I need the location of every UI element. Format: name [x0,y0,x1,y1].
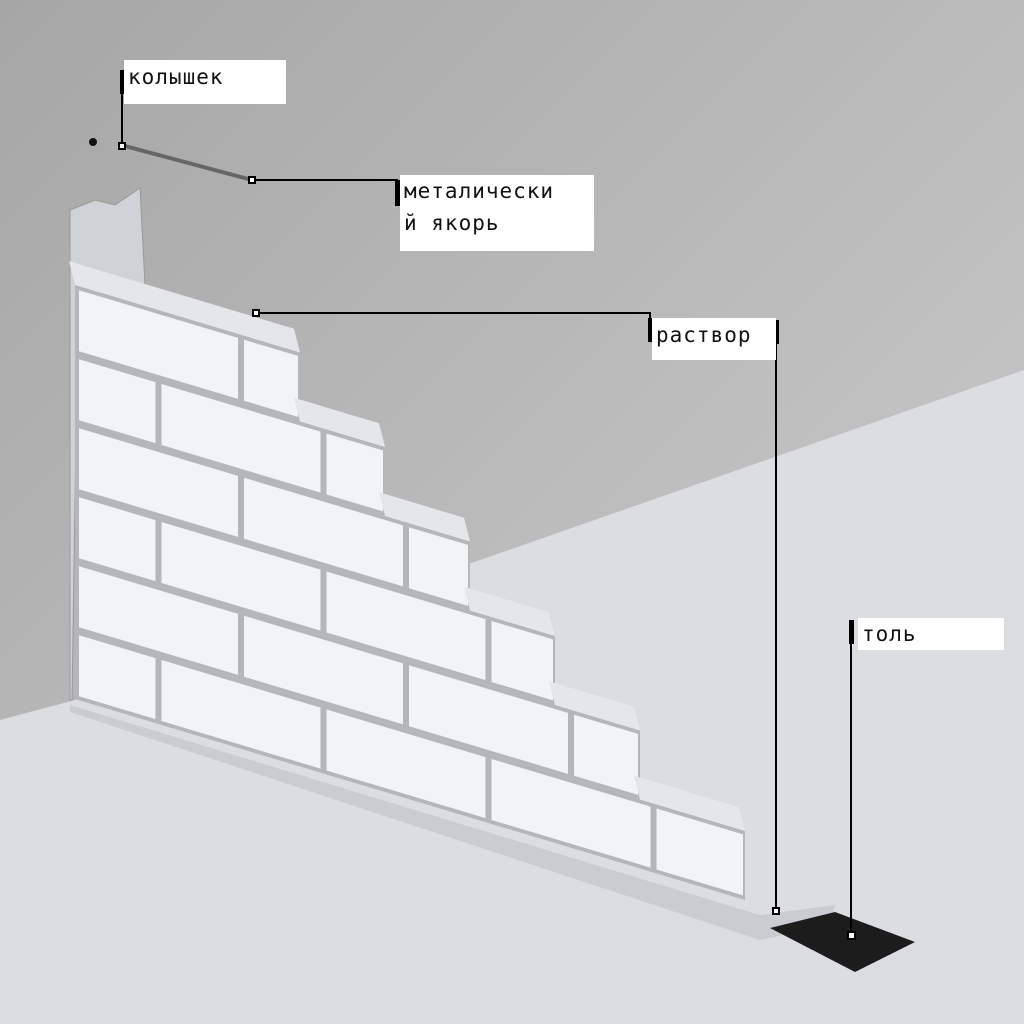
brick [491,620,553,701]
brick [79,635,156,720]
metal-anchor [124,144,253,182]
brick-wall [69,261,745,901]
brick [244,477,403,587]
brick [161,659,321,769]
brick [79,566,238,675]
brick [244,615,403,725]
brick [161,383,321,493]
brick-top-face [379,492,470,542]
brick-top-face [294,397,385,448]
brick [79,497,156,582]
brick [656,808,743,896]
brick-top-face [464,586,555,637]
leader-markers [118,142,856,940]
roofing-felt [770,912,915,972]
brick [161,521,321,631]
brick [491,758,651,868]
brick [409,665,568,774]
peg-dot [89,138,97,146]
brick [79,428,238,537]
brick [244,339,298,417]
brick [79,359,156,444]
brick-top-face [549,681,640,731]
brick [574,714,638,795]
label-peg: колышек [124,60,286,104]
label-anchor: металически й якорь [400,175,594,251]
base-mortar-strip [70,705,835,940]
label-mortar: раствор [652,318,776,360]
label-anchor-line1: металически [404,179,555,203]
brick [326,571,486,681]
brick [326,433,383,512]
brick [326,709,486,819]
brick [409,527,468,606]
brick-top-face [634,775,745,832]
brick-top-face [69,261,300,353]
label-roofing-felt: толь [858,618,1004,650]
brick [79,290,238,399]
label-anchor-line2: й якорь [404,211,500,235]
